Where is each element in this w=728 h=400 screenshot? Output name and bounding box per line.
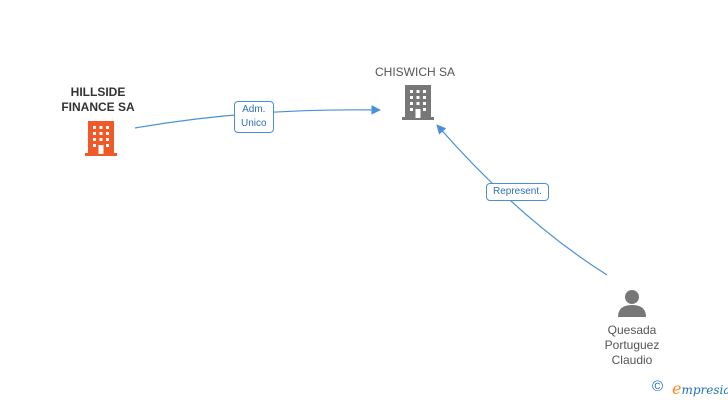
edge-label-represent: Represent.	[486, 183, 549, 201]
copyright-icon: ©	[652, 378, 664, 395]
edge-represent	[436, 124, 608, 276]
person-icon[interactable]	[617, 289, 647, 317]
building-icon[interactable]	[85, 121, 117, 156]
node-label-hillside[interactable]: HILLSIDE FINANCE SA	[61, 85, 135, 114]
node-label-chiswich[interactable]: CHISWICH SA	[374, 65, 455, 79]
footer-brand[interactable]: © empresia	[652, 378, 728, 398]
brand-logo: empresia	[672, 379, 728, 398]
node-label-quesada[interactable]: Quesada Portuguez Claudio	[604, 323, 660, 367]
building-icon[interactable]	[402, 85, 434, 120]
edge-label-adm-unico: Adm. Unico	[234, 101, 274, 133]
